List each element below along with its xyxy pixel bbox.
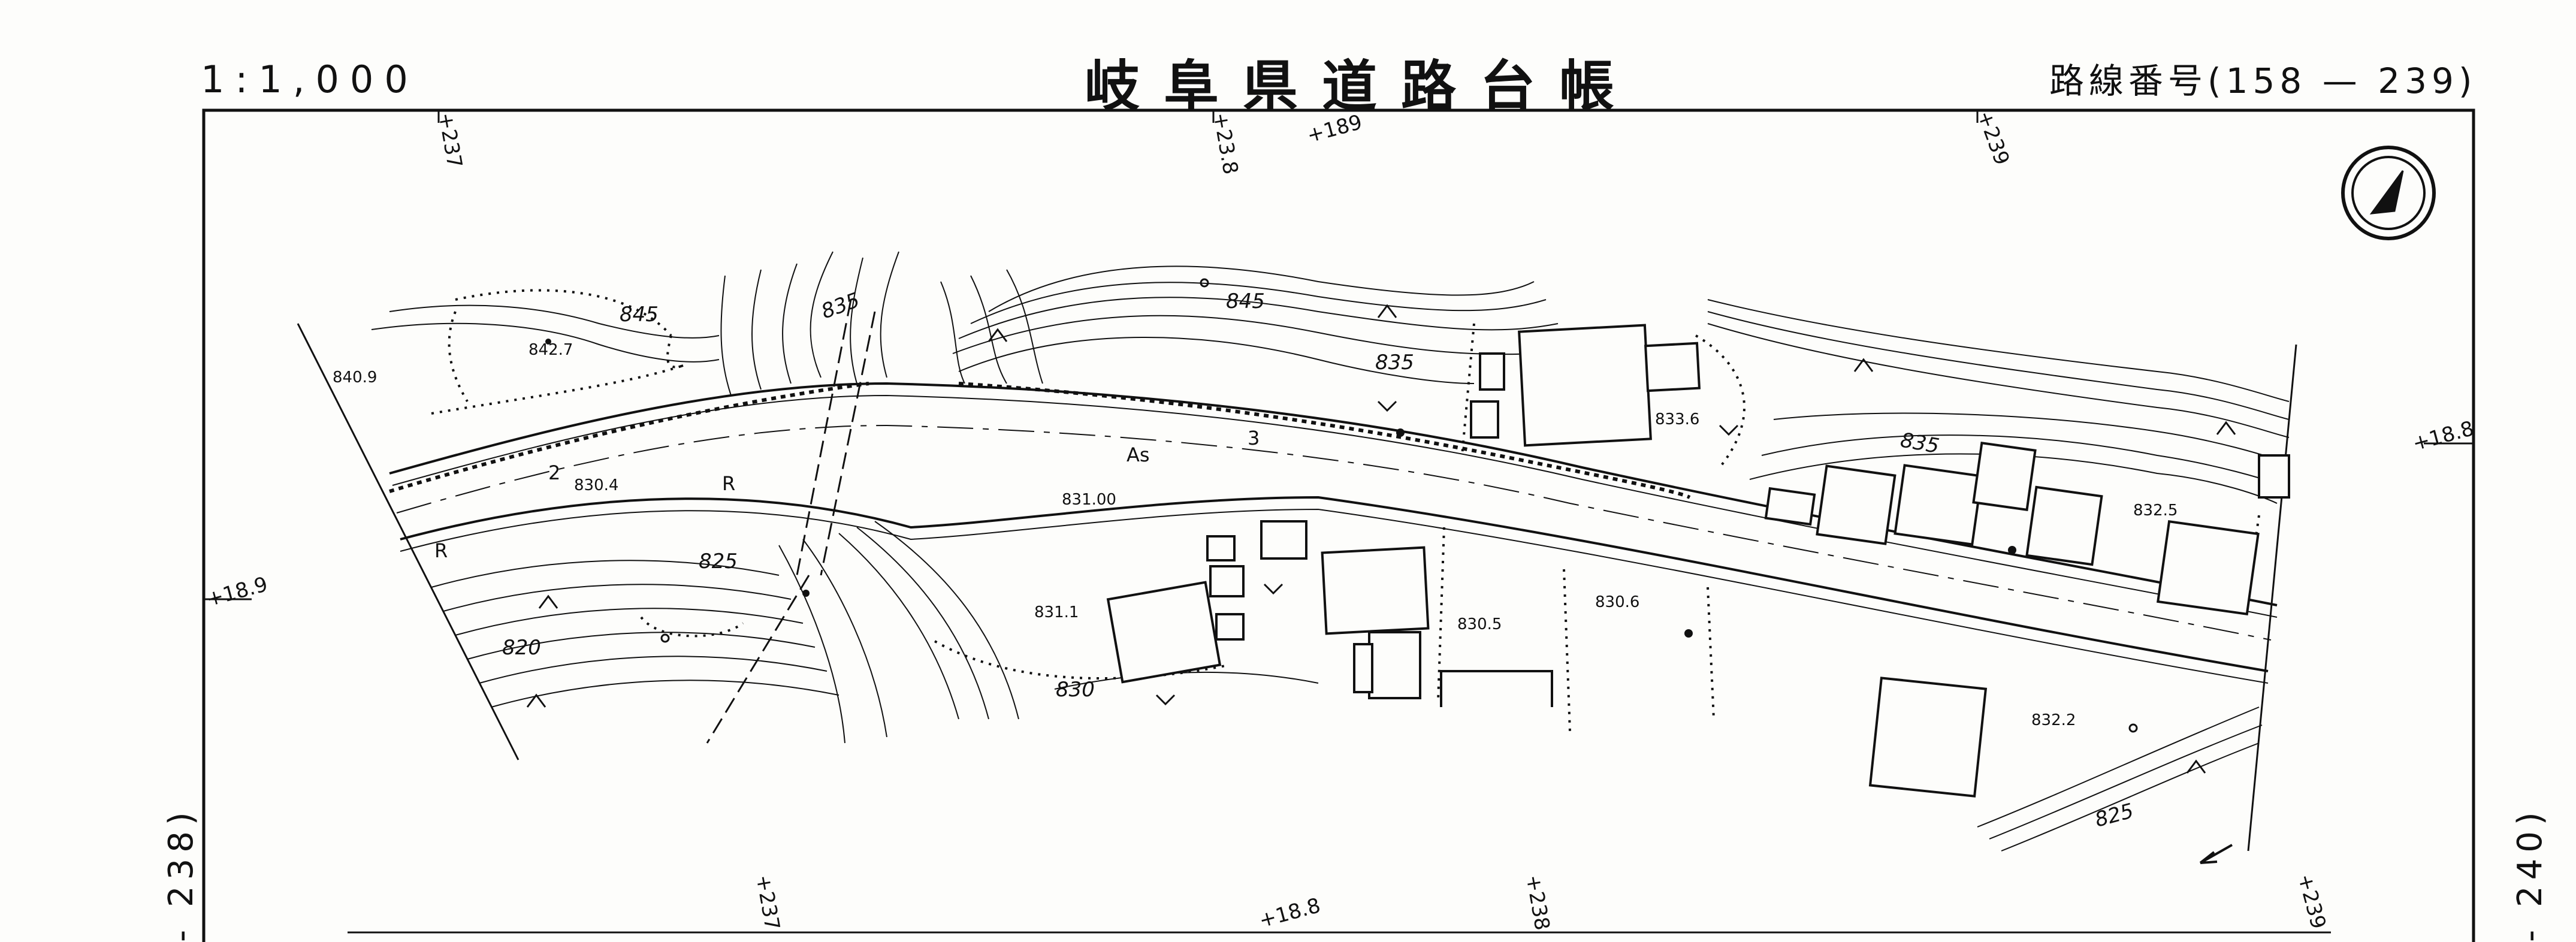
contour-label: 835 <box>1898 428 1941 458</box>
station-label: +238 <box>1521 873 1554 932</box>
road-r-label: R <box>434 539 448 562</box>
contours-north <box>371 251 2290 504</box>
spot-height: 830.4 <box>574 476 618 494</box>
land-use-symbols <box>526 278 2236 774</box>
spot-height: 833.6 <box>1655 410 1699 428</box>
road-edge-south <box>400 496 2269 672</box>
station-label: +239 <box>1973 107 2015 168</box>
road-edges <box>389 382 2278 684</box>
building <box>1894 464 1983 546</box>
crossing-lines <box>706 299 876 744</box>
station-label: +18.9 <box>204 572 270 612</box>
contour-label: 830 <box>1056 678 1095 702</box>
contours-south <box>431 521 2263 852</box>
building <box>1353 643 1373 693</box>
survey-boundary-left <box>297 323 520 760</box>
building <box>1816 464 1896 545</box>
building <box>1368 631 1421 699</box>
north-arrow-icon <box>2341 146 2436 240</box>
contour-label: 835 <box>1375 351 1414 375</box>
spot-height: 831.1 <box>1034 603 1079 621</box>
contour-label: 845 <box>1226 289 1265 313</box>
road-edge-north <box>389 382 2278 606</box>
station-label: +237 <box>751 873 784 932</box>
building <box>1972 441 2037 512</box>
building <box>1440 670 1553 707</box>
spot-height: 831.00 <box>1062 491 1116 509</box>
building <box>1470 400 1499 439</box>
map-scale: 1:1,000 <box>201 58 419 101</box>
station-ticks <box>204 109 2474 600</box>
building <box>2258 454 2290 499</box>
utility-poles <box>545 339 2016 638</box>
spot-height: 830.6 <box>1595 593 1639 611</box>
station-label: +239 <box>2293 871 2330 932</box>
survey-boundary-right <box>2247 344 2297 852</box>
contour-label: 825 <box>699 550 738 573</box>
spot-height: 832.2 <box>2031 711 2076 729</box>
building <box>1644 342 1701 393</box>
spot-height: 830.5 <box>1457 615 1502 633</box>
map-title: 岐阜県道路台帳 <box>1085 55 1639 119</box>
road-centerline <box>396 424 2272 641</box>
station-label: +18.8 <box>1257 893 1323 933</box>
direction-arrow-icon <box>2199 844 2233 864</box>
station-label: +237 <box>433 111 467 170</box>
contour-label: 845 <box>620 303 659 327</box>
building <box>2157 520 2260 616</box>
spot-height: 842.7 <box>529 341 573 359</box>
building <box>1209 565 1245 597</box>
building <box>1764 487 1816 526</box>
spot-height: 832.5 <box>2133 502 2178 520</box>
building <box>1206 535 1236 561</box>
lane-count-label: 2 <box>548 461 560 484</box>
contour-label: 820 <box>502 636 541 660</box>
road-r-label: R <box>722 472 735 495</box>
road-edge-south-inner <box>400 508 2269 684</box>
contour-label: 835 <box>818 288 863 324</box>
lane-count-label: 3 <box>1248 427 1260 449</box>
station-label: +18.8 <box>2410 416 2477 456</box>
building <box>2025 485 2103 566</box>
slope-hatch-north <box>389 382 869 493</box>
building <box>1215 613 1245 641</box>
contour-label: 825 <box>2092 799 2136 832</box>
station-label: +23.8 <box>1208 111 1242 177</box>
buildings <box>1106 324 2290 798</box>
road-surface-label: As <box>1127 443 1150 466</box>
building <box>1260 520 1307 560</box>
building <box>1106 581 1222 684</box>
building <box>1868 677 1988 798</box>
spot-height: 840.9 <box>333 369 377 387</box>
station-label: +189 <box>1304 110 1365 148</box>
map-frame <box>202 108 2475 942</box>
building <box>1518 324 1652 447</box>
building <box>1321 546 1430 635</box>
building <box>1479 352 1505 391</box>
route-number: 路線番号(158 — 239) <box>2049 61 2477 101</box>
